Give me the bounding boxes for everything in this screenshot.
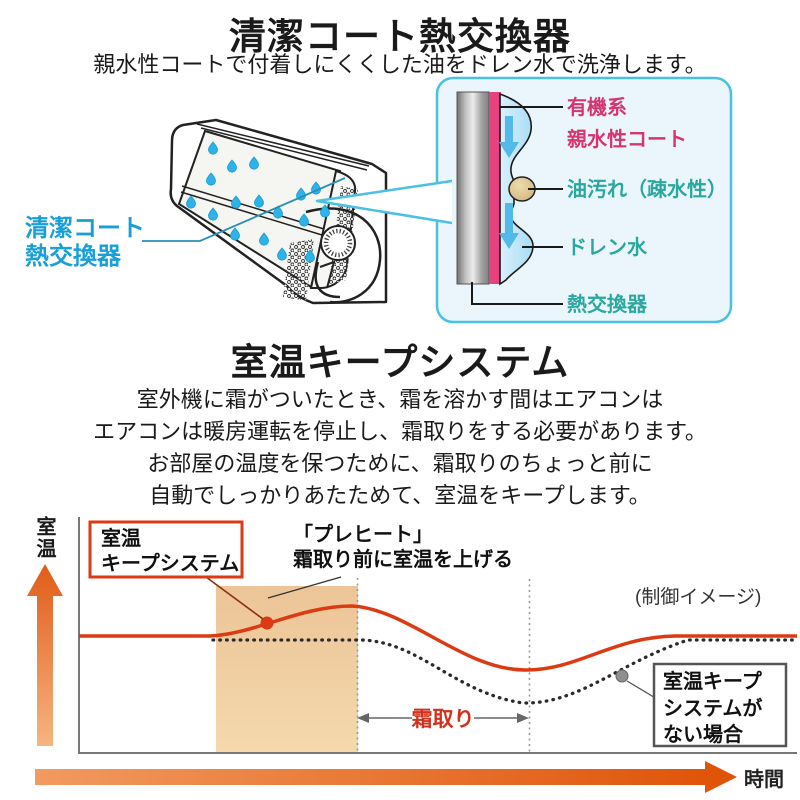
hydrophilic-coat-strip bbox=[489, 92, 501, 284]
unit-label-line2: 熱交換器 bbox=[25, 242, 122, 270]
no-system-line2: システムが bbox=[663, 696, 762, 720]
section1-title: 清潔コート熱交換器 bbox=[229, 16, 571, 57]
keep-box-leader-line bbox=[205, 576, 264, 620]
description-line-3: お部屋の温度を保つために、霜取りのちょっと前に bbox=[147, 451, 653, 476]
label-heat-exchanger: 熱交換器 bbox=[567, 292, 648, 316]
x-axis-arrow-bar bbox=[35, 769, 705, 785]
no-system-line3: ない場合 bbox=[663, 722, 744, 746]
defrost-label: 霜取り bbox=[412, 708, 475, 731]
callout-pointer bbox=[315, 179, 453, 225]
fan-hook-curve bbox=[314, 261, 341, 299]
y-axis-arrow-bar bbox=[37, 594, 53, 746]
chassis-mark bbox=[319, 260, 336, 289]
defrost-interval-annotation: 霜取り bbox=[357, 708, 529, 731]
water-flow-arrow-lower bbox=[499, 203, 519, 249]
no-system-label-box bbox=[652, 662, 788, 748]
y-axis-label: 室温 bbox=[33, 516, 55, 560]
y-axis-arrow bbox=[27, 564, 63, 746]
unit-label-leader-line bbox=[142, 177, 346, 242]
water-droplets bbox=[186, 141, 330, 263]
keep-box-line2: キープシステム bbox=[101, 552, 239, 575]
no-system-leader-line bbox=[626, 680, 658, 700]
description-line-1: 室外機に霜がついたとき、霜を溶かす間はエアコンは bbox=[136, 387, 664, 412]
fan-texture bbox=[323, 228, 353, 258]
no-system-marker-dot bbox=[615, 669, 629, 683]
callout-connector-lines bbox=[471, 106, 563, 305]
defrost-arrowhead-right bbox=[517, 713, 529, 723]
indoor-unit-illustration bbox=[169, 118, 388, 305]
unit-label-line1: 清潔コート bbox=[25, 215, 145, 242]
section2-description: 室外機に霜がついたとき、霜を溶かす間はエアコンは エアコンは暖房運転を停止し、霜… bbox=[0, 384, 800, 512]
x-axis-label: 時間 bbox=[744, 767, 784, 791]
fan-scroll-curve bbox=[305, 207, 382, 304]
defrost-arrowhead-left bbox=[357, 713, 369, 723]
preheat-region bbox=[216, 586, 358, 753]
y-axis-arrowhead bbox=[27, 564, 63, 596]
section2-title: 室温キープシステム bbox=[230, 342, 570, 383]
preheat-annotation-line1: 「プレヒート」 bbox=[293, 522, 433, 546]
label-oil-stain: 油汚れ（疎水性） bbox=[567, 177, 727, 201]
preheat-annotation-line2: 霜取り前に室温を上げる bbox=[293, 547, 513, 571]
keep-system-marker-dot bbox=[260, 616, 274, 630]
no-system-line1: 室温キープ bbox=[663, 669, 763, 693]
unit-top-slats bbox=[196, 123, 370, 171]
keep-system-label-box bbox=[88, 520, 244, 579]
control-image-note: (制御イメージ) bbox=[635, 586, 761, 608]
keep-box-line1: 室温 bbox=[101, 526, 141, 550]
label-organic: 有機系 bbox=[567, 95, 627, 119]
description-line-2: エアコンは暖房運転を停止し、霜取りをする必要があります。 bbox=[93, 419, 707, 444]
label-drain-water: ドレン水 bbox=[567, 236, 648, 259]
chart-axes bbox=[78, 517, 797, 754]
label-hydrophilic-coat: 親水性コート bbox=[567, 128, 687, 151]
series-keep-system bbox=[79, 604, 797, 672]
description-line-4: 自動でしっかりあたためて、室温をキープします。 bbox=[149, 483, 651, 508]
water-flow-arrow-upper bbox=[499, 116, 519, 158]
preheat-leader-line bbox=[267, 576, 342, 599]
x-axis-arrow bbox=[35, 761, 737, 793]
coating-layers-schematic: 有機系 親水性コート 油汚れ（疎水性） ドレン水 熱交換器 bbox=[456, 91, 727, 316]
x-axis-arrowhead bbox=[705, 761, 737, 793]
section1-subtitle: 親水性コートで付着しにくくした油をドレン水で洗浄します。 bbox=[93, 52, 707, 77]
series-without-system bbox=[211, 638, 799, 705]
